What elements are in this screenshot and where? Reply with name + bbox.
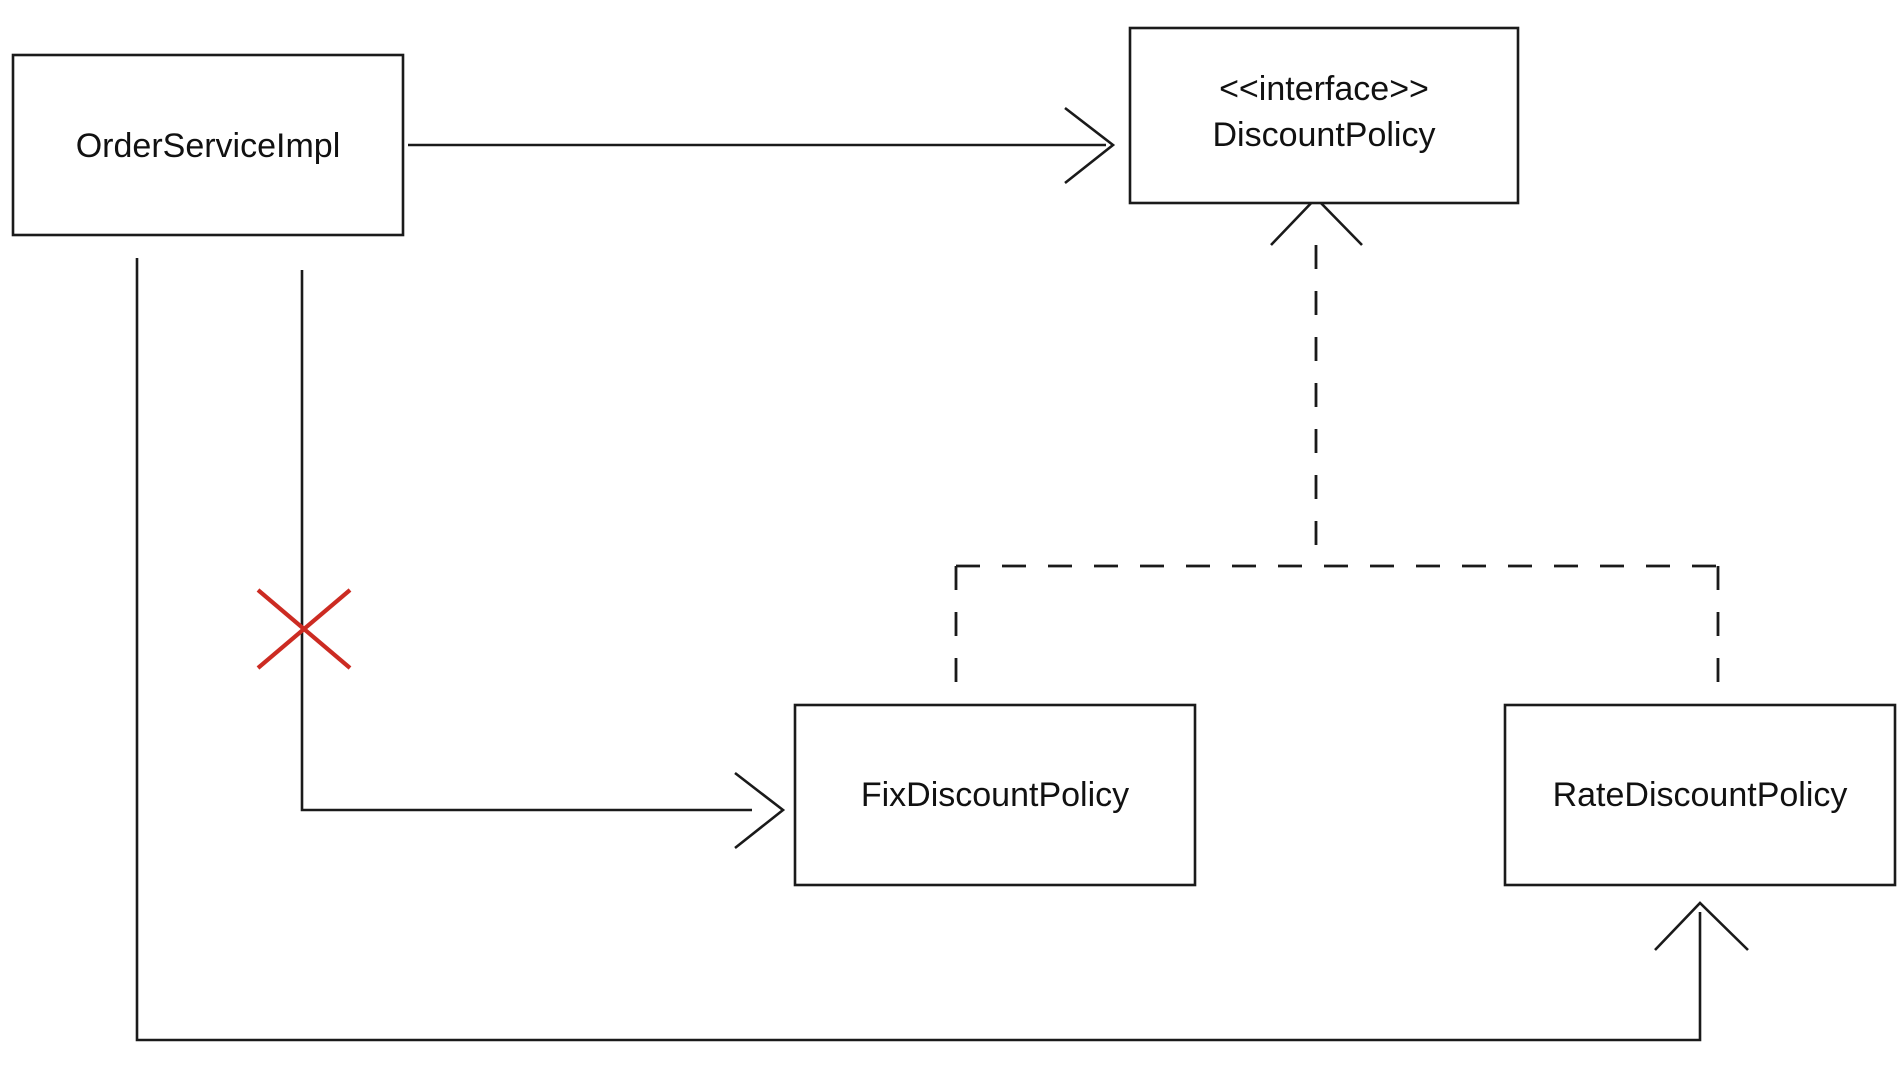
edge-order-service-impl-to-fix-discount-policy[interactable]: [300, 270, 786, 850]
edge-order-service-impl-to-rate-discount-policy[interactable]: [135, 258, 1749, 1042]
cross-stroke-down-left: [256, 588, 352, 670]
class-box-fix-discount-policy[interactable]: FixDiscountPolicy: [793, 703, 1197, 887]
arrowhead-open-icon-to-rate-discount-policy: [1654, 901, 1749, 951]
class-box-discount-policy[interactable]: <<interface>> DiscountPolicy: [1128, 26, 1520, 205]
class-box-rect-discount-policy: [1128, 26, 1520, 205]
class-box-rect-rate-discount-policy: [1503, 703, 1897, 887]
arrowhead-hollow-triangle-icon-discount-policy: [1270, 196, 1363, 246]
class-label-rate-discount-policy: RateDiscountPolicy: [1553, 776, 1848, 814]
class-box-rate-discount-policy[interactable]: RateDiscountPolicy: [1503, 703, 1897, 887]
arrowhead-open-icon-to-discount-policy: [1064, 106, 1116, 185]
class-box-rect-order-service-impl: [11, 53, 405, 237]
edge-order-service-impl-to-discount-policy[interactable]: [408, 106, 1116, 185]
class-box-rect-fix-discount-policy: [793, 703, 1197, 887]
edge-realization-discount-policy[interactable]: [954, 196, 1720, 702]
class-box-order-service-impl[interactable]: OrderServiceImpl: [11, 53, 405, 237]
class-label-order-service-impl: OrderServiceImpl: [76, 127, 341, 165]
edge-line-to-fix-discount-policy: [300, 270, 752, 812]
class-label-fix-discount-policy: FixDiscountPolicy: [861, 776, 1129, 814]
removed-dependency-cross-icon: [256, 588, 352, 670]
stereotype-label-discount-policy: <<interface>>: [1219, 70, 1429, 108]
edge-line-to-rate-discount-policy: [135, 258, 1702, 1042]
class-label-discount-policy: DiscountPolicy: [1213, 116, 1436, 154]
arrowhead-open-icon-to-fix-discount-policy: [734, 771, 786, 850]
